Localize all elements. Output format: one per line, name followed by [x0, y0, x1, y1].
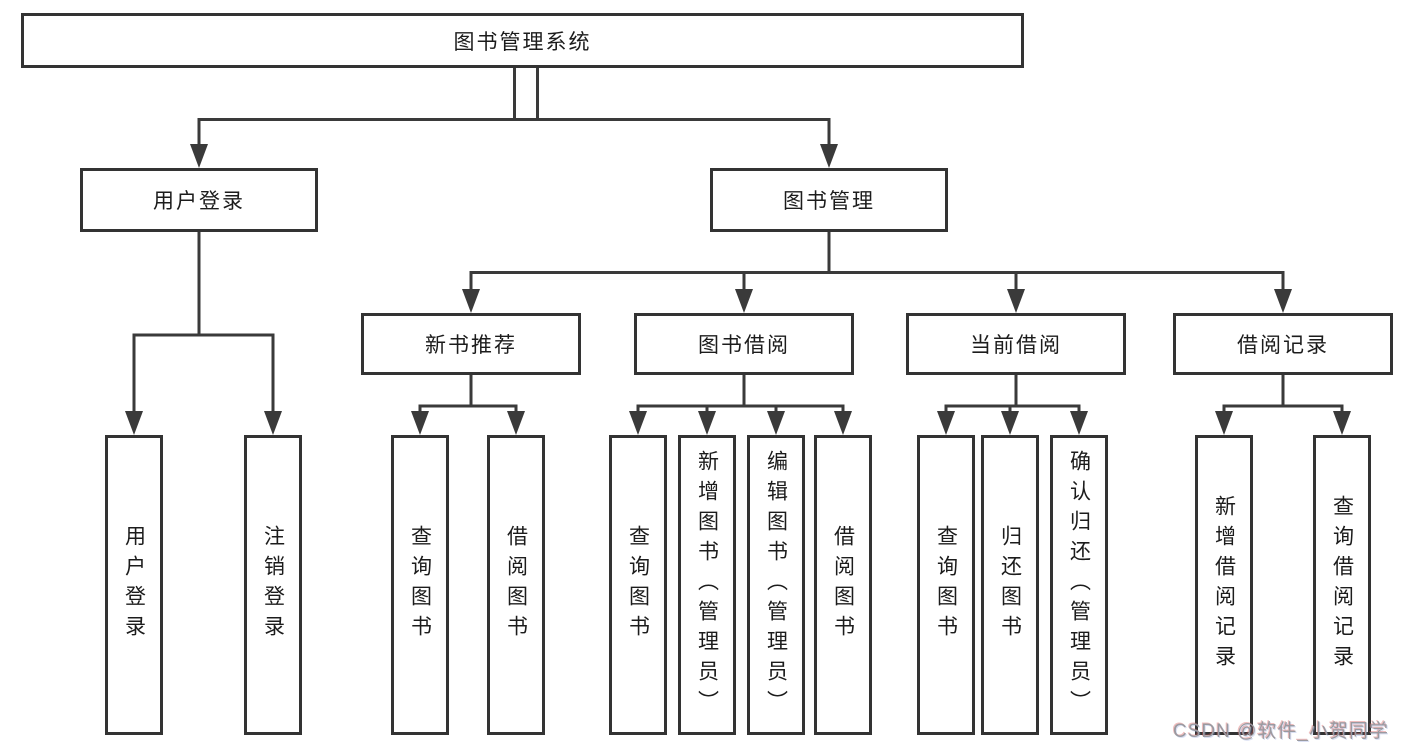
node-book-borrow: 图书借阅 [634, 313, 854, 375]
leaf-borrow-book-recommend: 借阅图书 [487, 435, 545, 735]
node-root-system: 图书管理系统 [21, 13, 1024, 68]
leaf-query-book-current: 查询图书 [917, 435, 975, 735]
leaf-user-login: 用户登录 [105, 435, 163, 735]
leaf-logout: 注销登录 [244, 435, 302, 735]
leaf-query-book-borrow: 查询图书 [609, 435, 667, 735]
csdn-watermark: CSDN @软件_小贺同学 [1173, 721, 1389, 742]
node-new-book-recommend: 新书推荐 [361, 313, 581, 375]
connector-new-book-recommend-to-leaves [418, 375, 518, 415]
connector-borrow-record-to-leaves [1222, 375, 1344, 415]
connector-user-login-to-leaves [132, 232, 275, 415]
node-book-management: 图书管理 [710, 168, 948, 232]
leaf-add-borrow-record: 新增借阅记录 [1195, 435, 1253, 735]
connector-current-borrow-to-leaves [944, 375, 1081, 415]
leaf-add-book-admin: 新增图书（管理员） [678, 435, 736, 735]
node-current-borrow: 当前借阅 [906, 313, 1126, 375]
leaf-query-borrow-record: 查询借阅记录 [1313, 435, 1371, 735]
node-borrow-record: 借阅记录 [1173, 313, 1393, 375]
arrowheads [125, 144, 1351, 435]
leaf-edit-book-admin: 编辑图书（管理员） [747, 435, 805, 735]
connector-root-to-level2 [197, 68, 831, 148]
leaf-borrow-book: 借阅图书 [814, 435, 872, 735]
leaf-return-book: 归还图书 [981, 435, 1039, 735]
leaf-query-book-recommend: 查询图书 [391, 435, 449, 735]
connector-book-management-to-level3 [469, 232, 1285, 293]
leaf-confirm-return-admin: 确认归还（管理员） [1050, 435, 1108, 735]
node-user-login: 用户登录 [80, 168, 318, 232]
connector-book-borrow-to-leaves [636, 375, 845, 415]
